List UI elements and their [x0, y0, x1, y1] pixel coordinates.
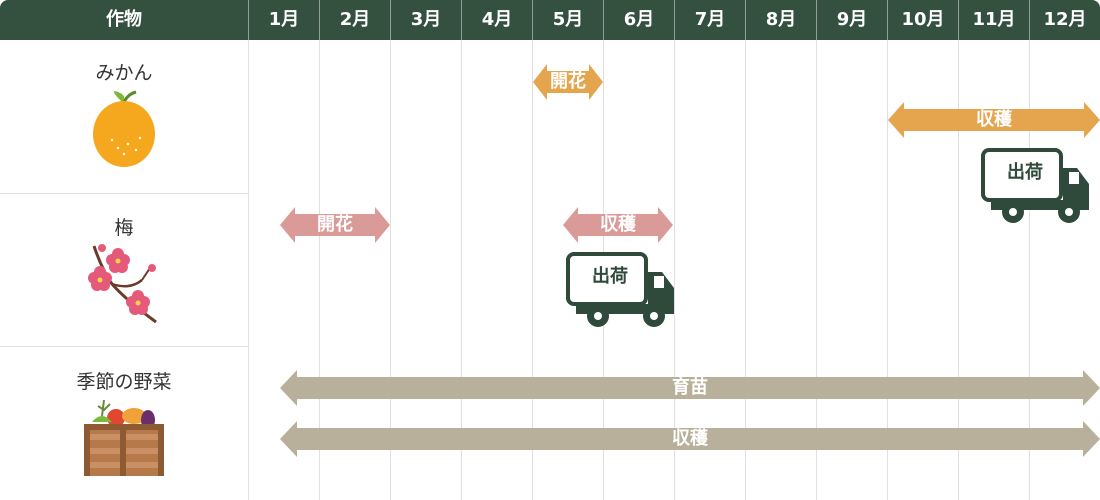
mikan-harvest-arrow: 収穫 [888, 102, 1100, 138]
header-divider [390, 0, 391, 40]
ume-shipping-truck-icon: 出荷 [566, 252, 676, 328]
veg-seedling-label: 育苗 [672, 377, 708, 398]
crop-name-mikan: みかん [95, 62, 153, 84]
plum-blossom-branch-icon [82, 240, 166, 332]
vegetable-crate-icon [82, 396, 166, 482]
grid-line [958, 40, 959, 500]
crop-column-header: 作物 [106, 9, 142, 30]
grid-line [390, 40, 391, 500]
crop-name-ume: 梅 [114, 217, 134, 239]
header-divider [461, 0, 462, 40]
grid-line [248, 40, 249, 500]
month-header-9: 9月 [836, 9, 868, 30]
ume-shipping-label: 出荷 [592, 266, 628, 287]
ume-harvest-label: 収穫 [600, 214, 636, 235]
mikan-harvest-label: 収穫 [976, 109, 1012, 130]
grid-line [887, 40, 888, 500]
ume-bloom-arrow: 開花 [280, 207, 390, 243]
header-divider [603, 0, 604, 40]
grid-line [745, 40, 746, 500]
mikan-bloom-arrow: 開花 [533, 64, 603, 100]
row-divider [0, 193, 248, 194]
schedule-header: 作物 1月 2月 3月 4月 5月 6月 7月 8月 9月 10月 11月 12… [0, 0, 1100, 40]
month-header-2: 2月 [339, 9, 371, 30]
veg-harvest-label: 収穫 [672, 428, 708, 449]
month-header-6: 6月 [623, 9, 655, 30]
header-divider [248, 0, 249, 40]
grid-line [1029, 40, 1030, 500]
grid-line [532, 40, 533, 500]
header-divider [745, 0, 746, 40]
veg-harvest-arrow: 収穫 [280, 421, 1100, 457]
grid-line [319, 40, 320, 500]
month-header-12: 12月 [1043, 9, 1087, 30]
month-header-5: 5月 [552, 9, 584, 30]
grid-line [816, 40, 817, 500]
mandarin-orange-icon [88, 88, 160, 176]
month-header-4: 4月 [481, 9, 513, 30]
header-divider [319, 0, 320, 40]
header-divider [958, 0, 959, 40]
grid-line [461, 40, 462, 500]
header-divider [887, 0, 888, 40]
month-header-3: 3月 [410, 9, 442, 30]
header-divider [816, 0, 817, 40]
mikan-bloom-label: 開花 [550, 71, 586, 92]
row-divider [0, 346, 248, 347]
header-divider [532, 0, 533, 40]
crop-name-vegetables: 季節の野菜 [76, 371, 172, 393]
month-header-8: 8月 [765, 9, 797, 30]
ume-harvest-arrow: 収穫 [563, 207, 673, 243]
ume-bloom-label: 開花 [317, 214, 353, 235]
month-header-1: 1月 [268, 9, 300, 30]
header-divider [674, 0, 675, 40]
header-divider [1029, 0, 1030, 40]
month-header-10: 10月 [901, 9, 945, 30]
month-header-11: 11月 [972, 9, 1016, 30]
mikan-shipping-label: 出荷 [1007, 162, 1043, 183]
month-header-7: 7月 [694, 9, 726, 30]
grid-line [674, 40, 675, 500]
mikan-shipping-truck-icon: 出荷 [981, 148, 1091, 224]
veg-seedling-arrow: 育苗 [280, 370, 1100, 406]
